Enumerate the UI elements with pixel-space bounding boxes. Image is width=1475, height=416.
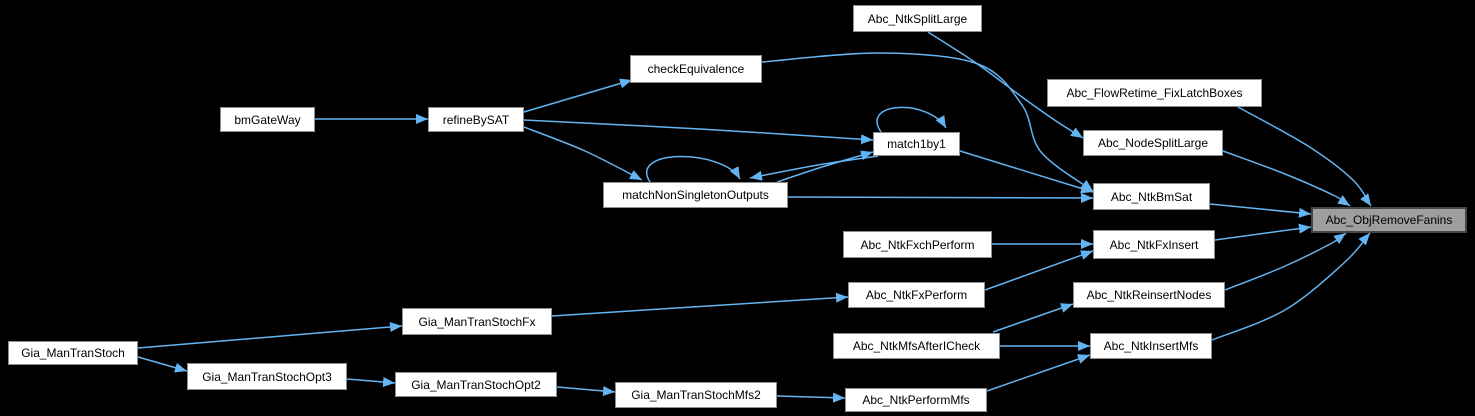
edge-refineBySAT-to-matchNonSingletonOutputs [523, 126, 643, 181]
graph-node-tranStochOpt2[interactable]: Gia_ManTranStochOpt2 [395, 372, 557, 397]
edge-matchNonSingletonOutputs-to-match1by1 [776, 150, 874, 183]
graph-node-refineBySAT[interactable]: refineBySAT [428, 107, 524, 132]
edge-match1by1-to-matchNonSingletonOutputs [749, 155, 879, 181]
graph-node-flowRetime[interactable]: Abc_FlowRetime_FixLatchBoxes [1047, 79, 1262, 107]
graph-node-matchNonSingletonOutputs[interactable]: matchNonSingletonOutputs [603, 182, 788, 208]
graph-node-insertMfs[interactable]: Abc_NtkInsertMfs [1090, 333, 1212, 359]
graph-node-objRemoveFanins: Abc_ObjRemoveFanins [1311, 207, 1467, 233]
edge-nodeSplitLarge-to-objRemoveFanins [1222, 150, 1351, 207]
graph-node-performMfs[interactable]: Abc_NtkPerformMfs [845, 388, 987, 412]
graph-node-tranStochMfs2[interactable]: Gia_ManTranStochMfs2 [615, 382, 777, 408]
graph-node-reinsertNodes[interactable]: Abc_NtkReinsertNodes [1073, 282, 1225, 308]
graph-node-tranStochFx[interactable]: Gia_ManTranStochFx [402, 308, 552, 335]
edge-matchNonSingletonOutputs-to-matchNonSingletonOutputs [646, 155, 741, 183]
graph-node-tranStoch[interactable]: Gia_ManTranStoch [8, 341, 138, 365]
edge-reinsertNodes-to-objRemoveFanins [1224, 232, 1347, 291]
edge-tranStochOpt2-to-tranStochMfs2 [556, 385, 616, 396]
edge-ntkSplitLarge-to-nodeSplitLarge [927, 31, 1084, 139]
graph-node-bmGateWay[interactable]: bmGateWay [220, 107, 315, 132]
graph-node-nodeSplitLarge[interactable]: Abc_NodeSplitLarge [1083, 130, 1223, 156]
edge-match1by1-to-ntkBmSat [959, 150, 1094, 194]
edge-fxPerform-to-fxInsert [984, 250, 1094, 291]
graph-node-match1by1[interactable]: match1by1 [873, 132, 960, 156]
edge-performMfs-to-insertMfs [986, 354, 1091, 392]
edge-tranStoch-to-tranStochFx [137, 322, 403, 349]
graph-node-fxchPerform[interactable]: Abc_NtkFxchPerform [843, 231, 992, 258]
graph-node-ntkBmSat[interactable]: Abc_NtkBmSat [1093, 183, 1210, 210]
edge-mfsAfterICheck-to-reinsertNodes [992, 303, 1074, 333]
edge-checkEquivalence-to-ntkBmSat [761, 52, 1094, 192]
edge-refineBySAT-to-checkEquivalence [523, 78, 633, 113]
edge-match1by1-to-match1by1 [876, 106, 947, 133]
edge-ntkBmSat-to-objRemoveFanins [1209, 203, 1312, 218]
edges-group [137, 31, 1372, 403]
edge-tranStoch-to-tranStochOpt3 [137, 356, 188, 373]
graph-node-ntkSplitLarge[interactable]: Abc_NtkSplitLarge [853, 5, 982, 32]
edge-refineBySAT-to-match1by1 [523, 119, 874, 145]
edge-insertMfs-to-objRemoveFanins [1211, 232, 1371, 341]
graph-node-fxInsert[interactable]: Abc_NtkFxInsert [1093, 230, 1215, 259]
edge-matchNonSingletonOutputs-to-ntkBmSat [787, 192, 1094, 203]
edge-tranStochFx-to-fxPerform [551, 292, 849, 317]
graph-node-tranStochOpt3[interactable]: Gia_ManTranStochOpt3 [187, 363, 347, 390]
graph-node-fxPerform[interactable]: Abc_NtkFxPerform [848, 282, 985, 308]
graph-node-checkEquivalence[interactable]: checkEquivalence [630, 55, 762, 83]
edge-tranStochOpt3-to-tranStochOpt2 [346, 377, 396, 387]
graph-node-mfsAfterICheck[interactable]: Abc_NtkMfsAfterICheck [833, 333, 1000, 359]
edge-fxInsert-to-objRemoveFanins [1214, 223, 1312, 241]
edge-tranStochMfs2-to-performMfs [776, 392, 846, 403]
edge-flowRetime-to-objRemoveFanins [1237, 106, 1372, 207]
